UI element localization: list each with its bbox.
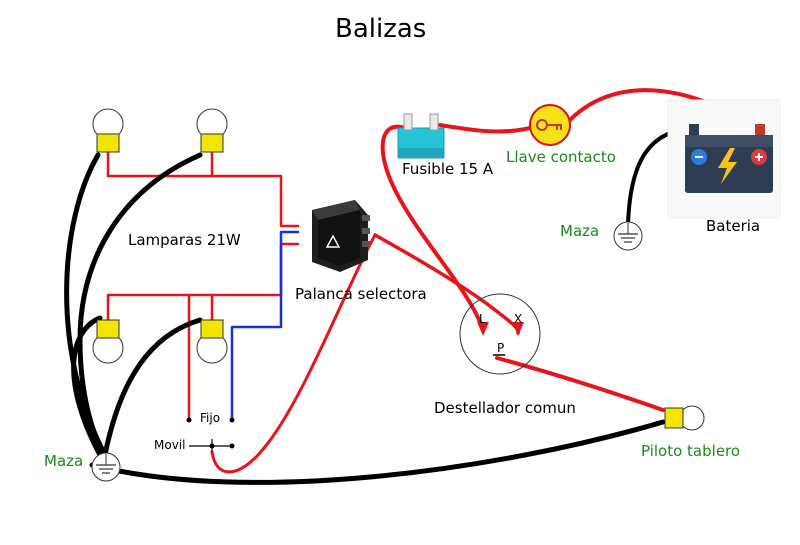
black-wire-ground-to-pilot — [89, 419, 666, 485]
blue-wire-switch-to-fijo — [230, 230, 300, 422]
red-wire-top-bus — [106, 174, 300, 228]
red-wire-bottom-bus — [106, 242, 300, 322]
flasher-label: Destellador comun — [434, 399, 576, 417]
diagram-title: Balizas — [335, 14, 426, 44]
arrow-flasher-x — [512, 322, 524, 336]
red-wires — [106, 88, 757, 474]
bulb-icon — [196, 108, 228, 153]
red-wire-fuse-to-key — [438, 123, 532, 134]
bulb-icon — [92, 108, 124, 153]
ground-battery-label: Maza — [560, 222, 599, 240]
ground-icon — [613, 221, 643, 251]
switch-icon — [312, 200, 370, 272]
red-wire-switch-to-flasher — [373, 233, 521, 335]
black-ground-wires — [64, 126, 697, 485]
moving-label: Movil — [154, 438, 185, 452]
fixed-label: Fijo — [200, 411, 220, 425]
bulb-icon — [196, 319, 228, 364]
ground-main-label: Maza — [44, 452, 83, 470]
flasher-icon — [459, 293, 541, 375]
red-wire-movil-to-switch — [210, 233, 377, 474]
fuse-label: Fusible 15 A — [402, 160, 494, 178]
red-wire-flasher-to-pilot — [495, 356, 665, 412]
bulb-icon — [664, 405, 705, 431]
ground-icon — [91, 452, 121, 482]
flasher-x-label: X — [514, 312, 522, 326]
black-wire-lamp4 — [102, 317, 203, 458]
flasher-l-label: L — [479, 312, 486, 326]
black-wire-lamp2 — [77, 152, 203, 458]
bulb-icon — [92, 319, 124, 364]
battery-icon — [667, 99, 781, 219]
battery-label: Bateria — [706, 217, 760, 235]
switch-label: Palanca selectora — [295, 285, 427, 303]
arrow-flasher-l — [477, 322, 489, 336]
red-wire-fuse-to-flasher — [380, 124, 485, 332]
flasher-p-label: P — [497, 341, 504, 355]
pilot-label: Piloto tablero — [641, 442, 740, 460]
lamps-label: Lamparas 21W — [128, 231, 241, 249]
key-label: Llave contacto — [506, 148, 616, 166]
contacts — [186, 417, 235, 452]
key-icon — [529, 104, 571, 146]
black-wire-lamp3 — [71, 315, 103, 458]
fuse-icon — [397, 113, 445, 159]
